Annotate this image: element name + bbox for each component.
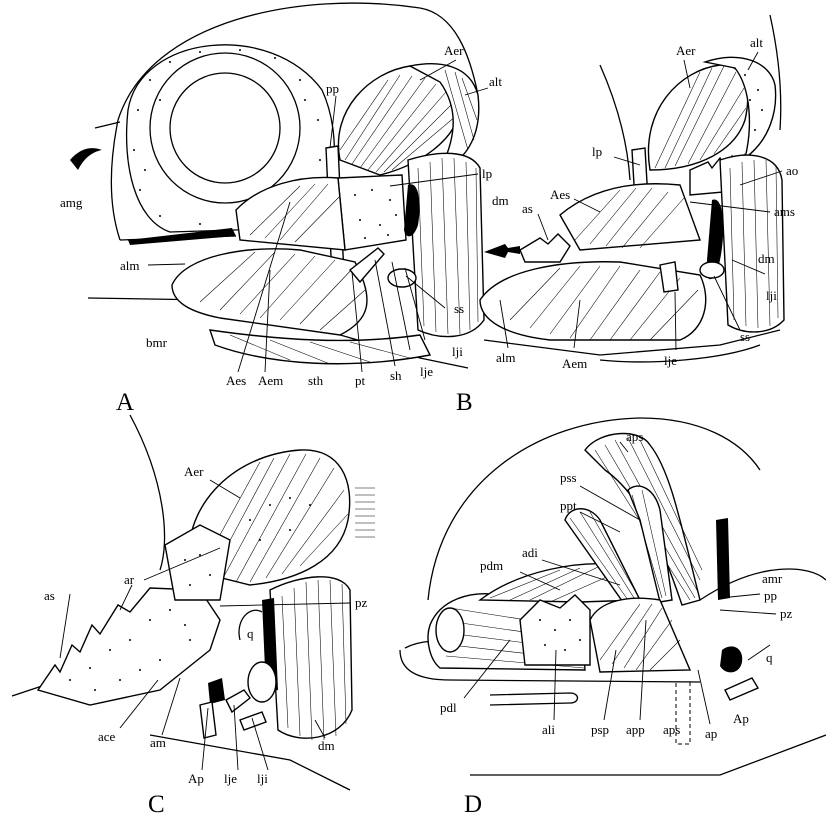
label-a-lji: lji: [452, 344, 463, 359]
amg-mark: [70, 148, 102, 170]
label-a-alt: alt: [489, 74, 502, 89]
label-c-dm: dm: [318, 738, 335, 753]
label-a-lp: lp: [482, 166, 492, 181]
label-a-alm: alm: [120, 258, 140, 273]
label-d-ali: ali: [542, 722, 555, 737]
panel-c: Aer ar pz as q ace am Ap lje lji dm C: [12, 415, 375, 818]
label-b-Aem: Aem: [562, 356, 587, 371]
label-a-sth: sth: [308, 373, 324, 388]
label-d-psp: psp: [591, 722, 609, 737]
label-c-Ap: Ap: [188, 771, 204, 786]
label-d-ap: ap: [705, 726, 717, 741]
label-b-lji: lji: [766, 288, 777, 303]
panel-a: pp Aer alt lp dm amg alm bmr Aes Aem sth…: [60, 3, 509, 416]
label-c-Aer: Aer: [184, 464, 204, 479]
label-b-Aer: Aer: [676, 43, 696, 58]
label-b-alt: alt: [750, 35, 763, 50]
label-a-Aes: Aes: [226, 373, 246, 388]
panel-d-drawing: [400, 418, 826, 775]
label-c-ar: ar: [124, 572, 135, 587]
label-b-Aes: Aes: [550, 187, 570, 202]
label-c-q: q: [247, 626, 254, 641]
label-a-lje: lje: [420, 364, 433, 379]
label-c-lji: lji: [257, 771, 268, 786]
panel-b-drawing: [480, 15, 784, 362]
label-c-am: am: [150, 735, 166, 750]
label-a-pp: pp: [326, 81, 339, 96]
label-c-as: as: [44, 588, 55, 603]
label-d-pp: pp: [764, 588, 777, 603]
label-d-aps-top: aps: [626, 429, 643, 444]
label-d-pdl: pdl: [440, 700, 457, 715]
label-b-alm: alm: [496, 350, 516, 365]
label-b-ams: ams: [774, 204, 795, 219]
label-c-pz: pz: [355, 595, 368, 610]
label-b-lje: lje: [664, 353, 677, 368]
label-a-Aem: Aem: [258, 373, 283, 388]
label-a-dm: dm: [492, 193, 509, 208]
label-d-pdm: pdm: [480, 558, 503, 573]
label-c-ace: ace: [98, 729, 116, 744]
label-d-Ap: Ap: [733, 711, 749, 726]
label-a-sh: sh: [390, 368, 402, 383]
label-b-dm: dm: [758, 251, 775, 266]
panel-letter-d: D: [464, 791, 482, 818]
label-d-ppt: ppt: [560, 498, 577, 513]
panel-letter-a: A: [116, 389, 134, 416]
label-d-amr: amr: [762, 571, 783, 586]
label-d-pss: pss: [560, 470, 577, 485]
label-a-ss: ss: [454, 301, 464, 316]
panel-b: Aer alt lp ao Aes as ams dm lji alm Aem …: [456, 15, 798, 416]
label-d-adi: adi: [522, 545, 538, 560]
label-a-Aer: Aer: [444, 43, 464, 58]
label-b-as: as: [522, 201, 533, 216]
label-a-bmr: bmr: [146, 335, 168, 350]
panel-a-drawing: [70, 3, 484, 368]
eye-inner-ring: [170, 73, 280, 183]
panel-letter-c: C: [148, 791, 165, 818]
label-c-lje: lje: [224, 771, 237, 786]
label-d-q: q: [766, 650, 773, 665]
label-b-ao: ao: [786, 163, 798, 178]
b-arrow-mark: [484, 244, 520, 258]
label-d-aps-bottom: aps: [663, 722, 680, 737]
label-d-app: app: [626, 722, 645, 737]
eye-outer-ring: [150, 53, 300, 203]
label-b-ss: ss: [740, 329, 750, 344]
label-d-pz: pz: [780, 606, 793, 621]
label-a-pt: pt: [355, 373, 366, 388]
label-a-amg: amg: [60, 195, 83, 210]
panel-d: aps pss ppt adi amr pdm pp pz q pdl ali …: [400, 418, 826, 818]
label-b-lp: lp: [592, 144, 602, 159]
panel-letter-b: B: [456, 389, 473, 416]
